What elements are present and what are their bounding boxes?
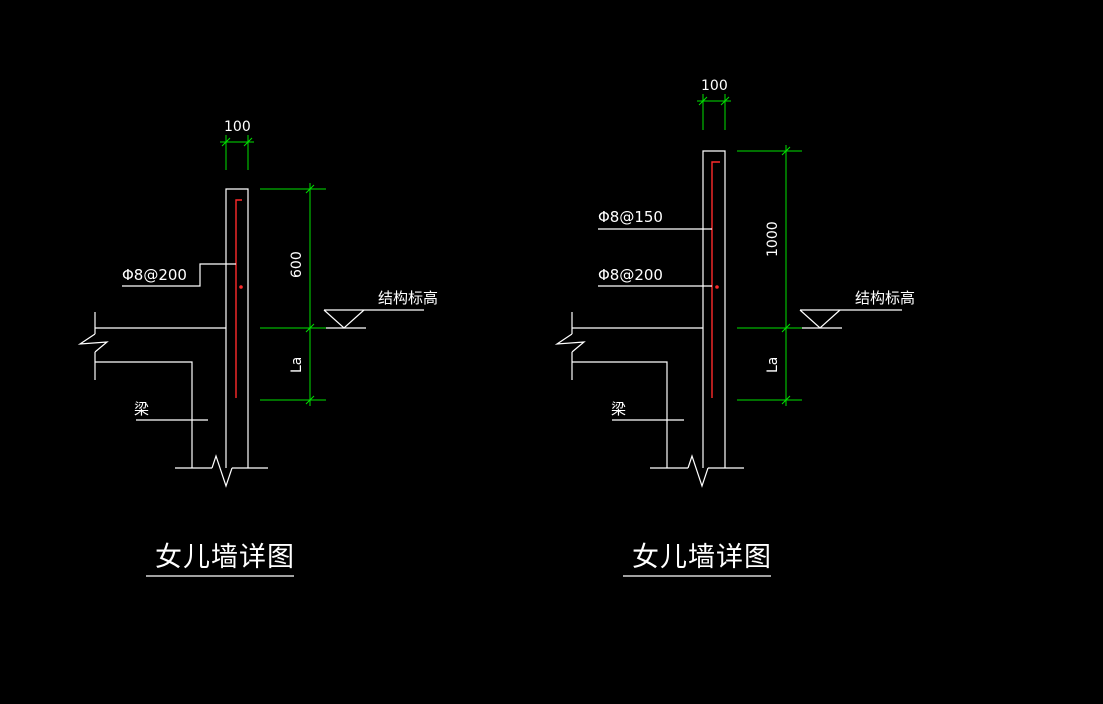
anchor-label: La [765, 357, 781, 373]
detail-title: 女儿墙详图 [632, 542, 772, 573]
parapet-detail-1: Φ8@200 梁 100 600 La [77, 119, 438, 577]
rebar-label-1: Φ8@200 [122, 266, 187, 284]
elevation-label: 结构标高 [855, 289, 915, 307]
detail-title: 女儿墙详图 [155, 542, 295, 573]
top-width-label: 100 [224, 119, 251, 135]
rebar-leader [598, 228, 712, 287]
height-label: 600 [289, 251, 305, 278]
elevation-symbol [323, 309, 424, 329]
elevation-symbol [799, 309, 902, 329]
rebar-leader [122, 263, 236, 287]
rebar-label-2: Φ8@200 [598, 266, 663, 284]
beam-outline [572, 361, 744, 488]
elevation-label: 结构标高 [378, 289, 438, 307]
rebar-vertical [711, 161, 720, 398]
roof-slab [554, 312, 703, 380]
parapet-wall-outline [702, 150, 726, 468]
beam-label: 梁 [611, 400, 626, 418]
parapet-wall-outline [225, 188, 249, 468]
height-label: 1000 [765, 221, 781, 257]
height-dimension [260, 183, 326, 406]
rebar-vertical [235, 199, 243, 398]
parapet-detail-2: Φ8@150 Φ8@200 梁 100 1000 La [554, 78, 915, 577]
top-width-label: 100 [701, 78, 728, 94]
anchor-label: La [289, 357, 305, 373]
top-width-dimension [697, 94, 731, 130]
rebar-label-1: Φ8@150 [598, 208, 663, 226]
top-width-dimension [220, 135, 254, 170]
height-dimension [737, 145, 802, 406]
beam-outline [95, 361, 268, 488]
beam-label: 梁 [134, 400, 149, 418]
roof-slab [77, 312, 226, 380]
